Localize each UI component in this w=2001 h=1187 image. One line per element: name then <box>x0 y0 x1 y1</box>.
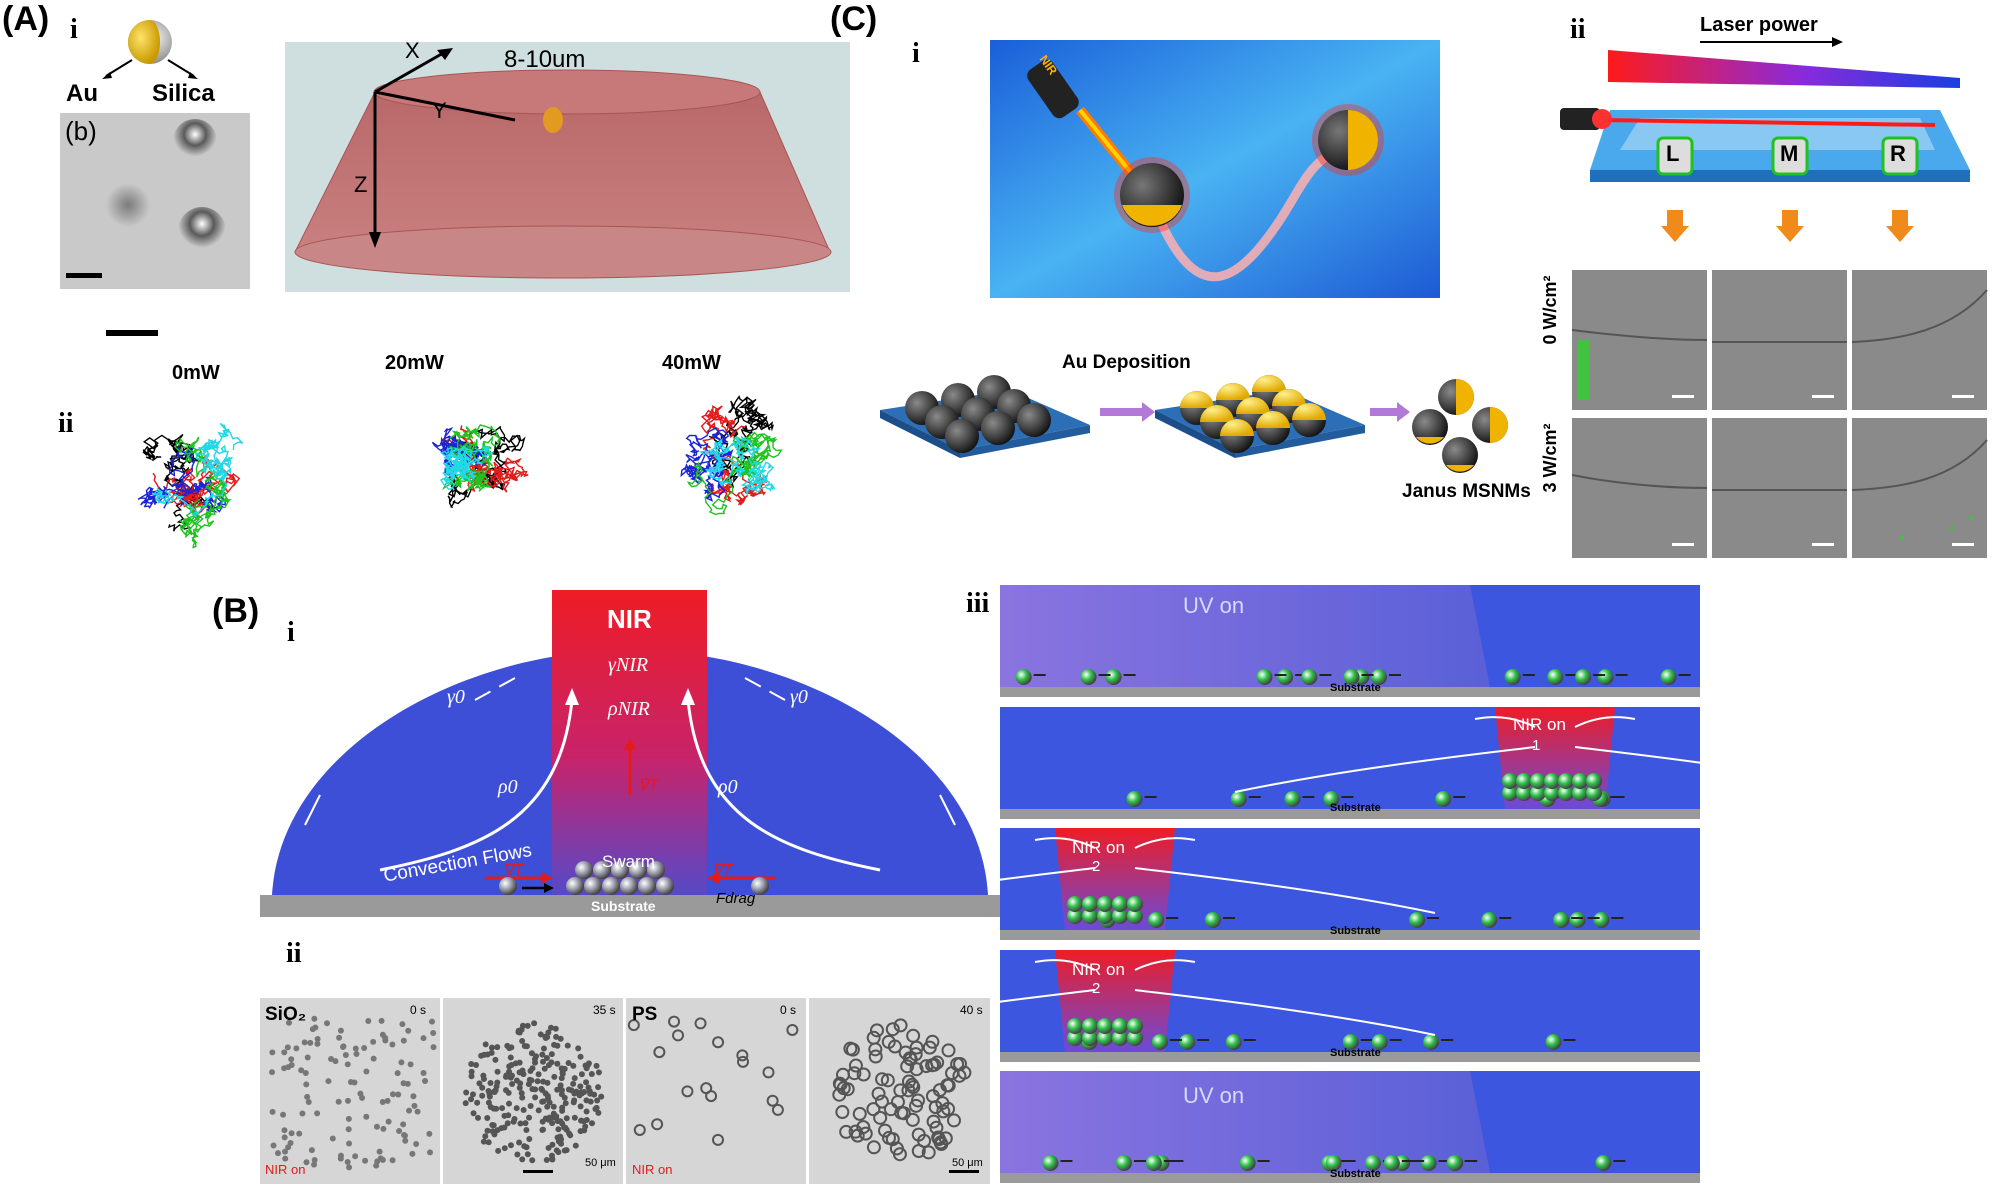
panel-c-ii-label: ii <box>1570 14 1586 45</box>
nir-on-label-ps: NIR on <box>632 1162 673 1177</box>
scale-label-2: 50 μm <box>952 1157 983 1169</box>
trajectory-path <box>680 427 734 502</box>
uv-nir-switching-sequence <box>1000 585 1700 1183</box>
position-label-l: L <box>1666 141 1680 166</box>
uv-on-label-2: UV on <box>1183 1083 1245 1108</box>
janus-msnms-label: Janus MSNMs <box>1402 481 1531 502</box>
time-label-3: 0 s <box>780 1003 797 1017</box>
sio2-label: SiO₂ <box>265 1004 307 1025</box>
row-label-3w: 3 W/cm² <box>1540 423 1560 493</box>
laser-channel-diagram <box>1560 37 1970 242</box>
trajectory-path <box>699 436 776 497</box>
trajectory-plots <box>137 395 783 549</box>
axis-y-label: Y <box>432 98 447 123</box>
substrate-label-c3: Substrate <box>1330 925 1381 937</box>
power-label-20: 20mW <box>385 352 444 374</box>
gold-half <box>128 20 160 64</box>
panel-b-i-label: i <box>287 617 295 648</box>
nir-on-label-sio2: NIR on <box>265 1162 306 1177</box>
label-au: Au <box>66 80 98 107</box>
scale-bar-trajectories <box>106 330 158 336</box>
axis-z-label: Z <box>354 172 368 197</box>
panel-a-ii-label: ii <box>58 408 74 439</box>
power-label-40: 40mW <box>662 352 721 374</box>
label-silica: Silica <box>152 80 215 107</box>
panel-a-i-label: i <box>70 14 78 45</box>
swarm-microscopy-strip <box>260 998 990 1184</box>
panel-label-b: (B) <box>212 592 260 630</box>
step-label-3: 2 <box>1092 980 1101 997</box>
janus-particle-schematic <box>102 20 198 79</box>
grad-t-right: ∇T <box>712 862 733 879</box>
microscope-image-b <box>60 113 250 289</box>
row-label-0w: 0 W/cm² <box>1540 275 1560 345</box>
panel-c-iii-label: iii <box>966 588 990 619</box>
substrate-bar <box>260 895 1000 917</box>
panel-c-i-label: i <box>912 38 920 69</box>
axis-x-label: X <box>405 38 420 63</box>
gamma-nir-label: γNIR <box>608 654 649 676</box>
panel-label-c: (C) <box>830 0 878 38</box>
trajectory-path <box>441 424 501 492</box>
substrate-label-c5: Substrate <box>1330 1168 1381 1180</box>
step-label-1: 1 <box>1532 737 1541 754</box>
trajectory-path <box>686 431 783 516</box>
substrate-label-b: Substrate <box>591 898 656 914</box>
substrate-label-c1: Substrate <box>1330 682 1381 694</box>
channel-fluorescence-grid <box>1572 270 1988 558</box>
position-label-m: M <box>1780 141 1799 166</box>
power-label-0: 0mW <box>172 362 220 384</box>
time-label-4: 40 s <box>960 1003 983 1017</box>
grad-t-left: ∇T <box>503 862 524 879</box>
trajectory-path <box>152 422 244 518</box>
swarm-label: Swarm <box>602 852 655 871</box>
cone-dimension-label: 8-10um <box>504 46 586 73</box>
cone-diagram <box>285 42 850 292</box>
au-deposition-label: Au Deposition <box>1062 352 1191 373</box>
nir-propulsion-illustration <box>990 40 1440 298</box>
nir-on-label-1: NIR on <box>1513 715 1566 734</box>
position-label-r: R <box>1890 141 1906 166</box>
label-b: (b) <box>65 116 97 146</box>
janus-msnm-particles <box>1412 379 1508 473</box>
rho0-left: ρ0 <box>498 776 518 798</box>
nir-on-label-3: NIR on <box>1072 960 1125 979</box>
gamma0-left: γ0 <box>447 686 465 708</box>
gamma0-right: γ0 <box>790 686 808 708</box>
scale-label-1: 50 μm <box>585 1157 616 1169</box>
time-label-2: 35 s <box>593 1003 616 1017</box>
substrate-label-c4: Substrate <box>1330 1047 1381 1059</box>
janus-fabrication-scheme <box>880 375 1410 458</box>
nir-label: NIR <box>607 604 652 634</box>
trajectory-path <box>174 436 232 549</box>
panel-b-ii-label: ii <box>286 938 302 969</box>
trajectory-path <box>439 445 494 491</box>
grad-t-center: ∇T <box>638 777 659 794</box>
rho-nir-label: ρNIR <box>608 698 650 720</box>
step-label-2: 2 <box>1092 858 1101 875</box>
laser-power-label: Laser power <box>1700 14 1818 36</box>
time-label-1: 0 s <box>410 1003 427 1017</box>
trapped-particle <box>543 107 563 133</box>
nir-on-label-2: NIR on <box>1072 838 1125 857</box>
substrate-label-c2: Substrate <box>1330 802 1381 814</box>
scale-bar-b <box>66 273 102 278</box>
ps-label: PS <box>632 1004 658 1025</box>
swarm-beads <box>499 861 769 895</box>
uv-on-label-1: UV on <box>1183 593 1245 618</box>
panel-label-a: (A) <box>2 0 50 38</box>
drag-label: Fdrag <box>716 890 756 907</box>
thermophoresis-diagram <box>260 590 1000 917</box>
rho0-right: ρ0 <box>718 776 738 798</box>
